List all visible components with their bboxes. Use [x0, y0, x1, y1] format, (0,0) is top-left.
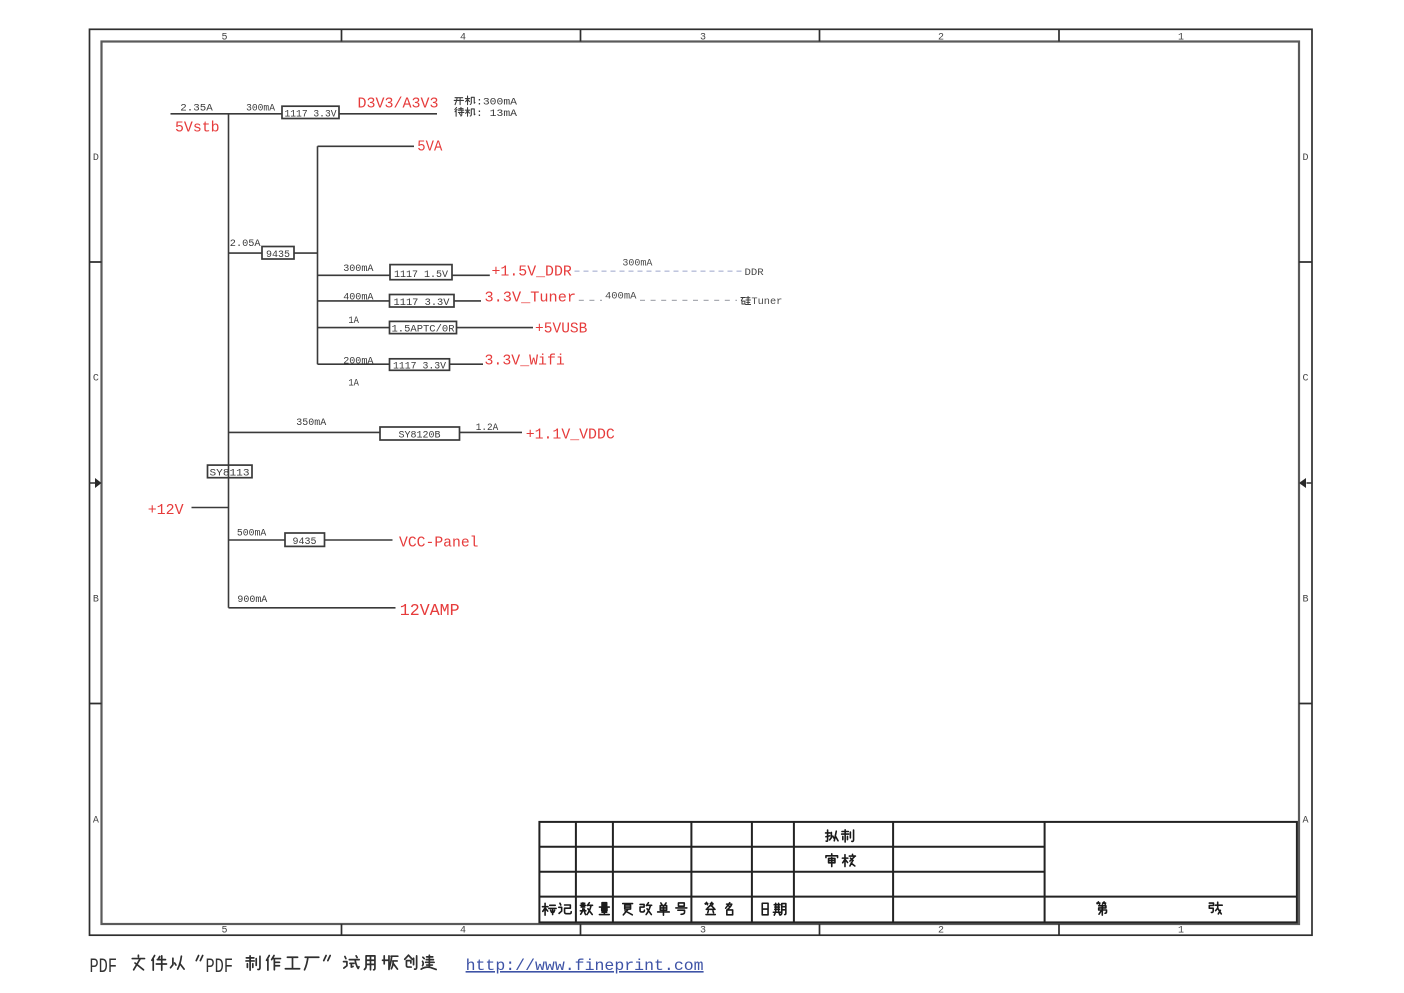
svg-text:4: 4 — [460, 33, 466, 44]
svg-text:350mA: 350mA — [296, 417, 327, 429]
svg-text:400mA: 400mA — [343, 292, 374, 304]
svg-text:2.05A: 2.05A — [230, 238, 261, 250]
svg-text:C: C — [1302, 373, 1308, 384]
svg-text:9435: 9435 — [266, 249, 290, 261]
svg-text::300mA: :300mA — [476, 96, 518, 108]
svg-text:1117 1.5V: 1117 1.5V — [394, 269, 449, 281]
svg-text:2.35A: 2.35A — [180, 102, 213, 114]
svg-text:200mA: 200mA — [343, 356, 374, 368]
svg-text:1117 3.3V: 1117 3.3V — [394, 297, 451, 309]
svg-text:1.2A: 1.2A — [476, 422, 499, 434]
svg-text:3: 3 — [700, 926, 706, 937]
svg-text:+1.5V_DDR: +1.5V_DDR — [492, 264, 572, 281]
svg-text:+5VUSB: +5VUSB — [535, 321, 587, 338]
svg-text:5: 5 — [221, 33, 227, 44]
svg-text:A: A — [1302, 815, 1308, 826]
svg-text:2: 2 — [938, 926, 944, 937]
svg-text:SY8120B: SY8120B — [399, 429, 441, 441]
svg-text:3.3V_Tuner: 3.3V_Tuner — [485, 290, 577, 307]
svg-text:5Vstb: 5Vstb — [175, 120, 220, 137]
svg-text:http://www.fineprint.com: http://www.fineprint.com — [466, 957, 704, 975]
svg-text:9435: 9435 — [293, 536, 317, 548]
svg-text:1117 3.3V: 1117 3.3V — [285, 109, 338, 121]
svg-text:2: 2 — [938, 33, 944, 44]
svg-text:300mA: 300mA — [246, 103, 276, 115]
svg-text:500mA: 500mA — [237, 528, 267, 540]
svg-text:400mA: 400mA — [605, 291, 637, 303]
svg-text:+1.1V_VDDC: +1.1V_VDDC — [526, 427, 615, 444]
svg-text:1A: 1A — [348, 377, 359, 389]
svg-text:300mA: 300mA — [622, 257, 653, 269]
svg-text:12VAMP: 12VAMP — [400, 601, 460, 620]
svg-text:5: 5 — [221, 926, 227, 937]
svg-text:1: 1 — [1178, 33, 1184, 44]
svg-text:B: B — [1302, 594, 1308, 605]
svg-text:1.5APTC/0R: 1.5APTC/0R — [392, 324, 456, 336]
svg-text:Tuner: Tuner — [751, 296, 782, 308]
svg-text:DDR: DDR — [745, 267, 765, 279]
svg-text:D: D — [93, 153, 99, 164]
svg-text:VCC-Panel: VCC-Panel — [399, 535, 479, 552]
svg-text:A: A — [93, 815, 99, 826]
svg-text:1A: 1A — [348, 315, 359, 327]
svg-text:300mA: 300mA — [343, 263, 374, 275]
svg-text:PDF: PDF — [90, 956, 118, 979]
svg-text:B: B — [93, 594, 99, 605]
svg-text:SY8113: SY8113 — [210, 467, 250, 479]
svg-text:3.3V_Wifi: 3.3V_Wifi — [485, 353, 565, 370]
svg-text:C: C — [93, 373, 99, 384]
svg-text:5VA: 5VA — [417, 139, 442, 156]
svg-text:1: 1 — [1178, 926, 1184, 937]
svg-text:900mA: 900mA — [237, 594, 268, 606]
svg-text:+12V: +12V — [148, 502, 184, 519]
svg-text:PDF: PDF — [206, 956, 234, 979]
svg-text:3: 3 — [700, 33, 706, 44]
svg-text:D: D — [1302, 153, 1308, 164]
svg-text:4: 4 — [460, 926, 466, 937]
svg-text:: 13mA: : 13mA — [476, 108, 518, 120]
svg-text:D3V3/A3V3: D3V3/A3V3 — [358, 96, 439, 113]
svg-text:1117 3.3V: 1117 3.3V — [393, 361, 447, 373]
